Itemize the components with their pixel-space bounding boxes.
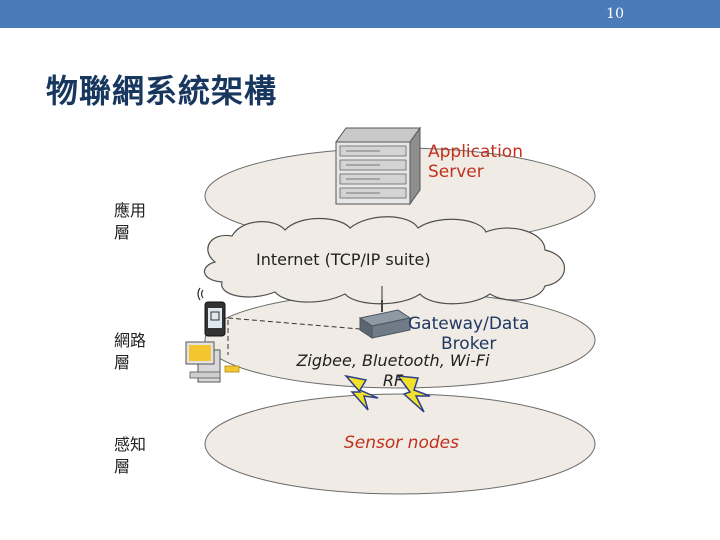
internet-label: Internet (TCP/IP suite) bbox=[256, 250, 431, 269]
lightning-icon bbox=[343, 374, 379, 411]
phone-icon bbox=[197, 287, 226, 337]
internet-cloud bbox=[204, 216, 565, 305]
network-layer-label: 網路 層 bbox=[114, 331, 147, 372]
sensing-layer-ellipse bbox=[204, 393, 596, 495]
lightning-icon bbox=[396, 375, 431, 413]
server-label: Application Server bbox=[428, 142, 523, 182]
server-icon bbox=[335, 126, 421, 206]
gateway-label: Gateway/Data Broker bbox=[408, 314, 530, 354]
page-title: 物聯網系統架構 bbox=[46, 72, 278, 110]
protocols-label: Zigbee, Bluetooth, Wi-Fi RF bbox=[296, 351, 490, 390]
application-layer-label: 應用 層 bbox=[114, 201, 147, 242]
page-number: 10 bbox=[606, 6, 624, 22]
sensing-layer-label: 感知 層 bbox=[114, 435, 147, 476]
router-icon bbox=[358, 300, 412, 339]
computer-icon bbox=[185, 341, 240, 383]
dashed-link bbox=[227, 317, 373, 331]
sensor-nodes-label: Sensor nodes bbox=[344, 433, 459, 453]
top-bar: 10 bbox=[0, 0, 720, 28]
